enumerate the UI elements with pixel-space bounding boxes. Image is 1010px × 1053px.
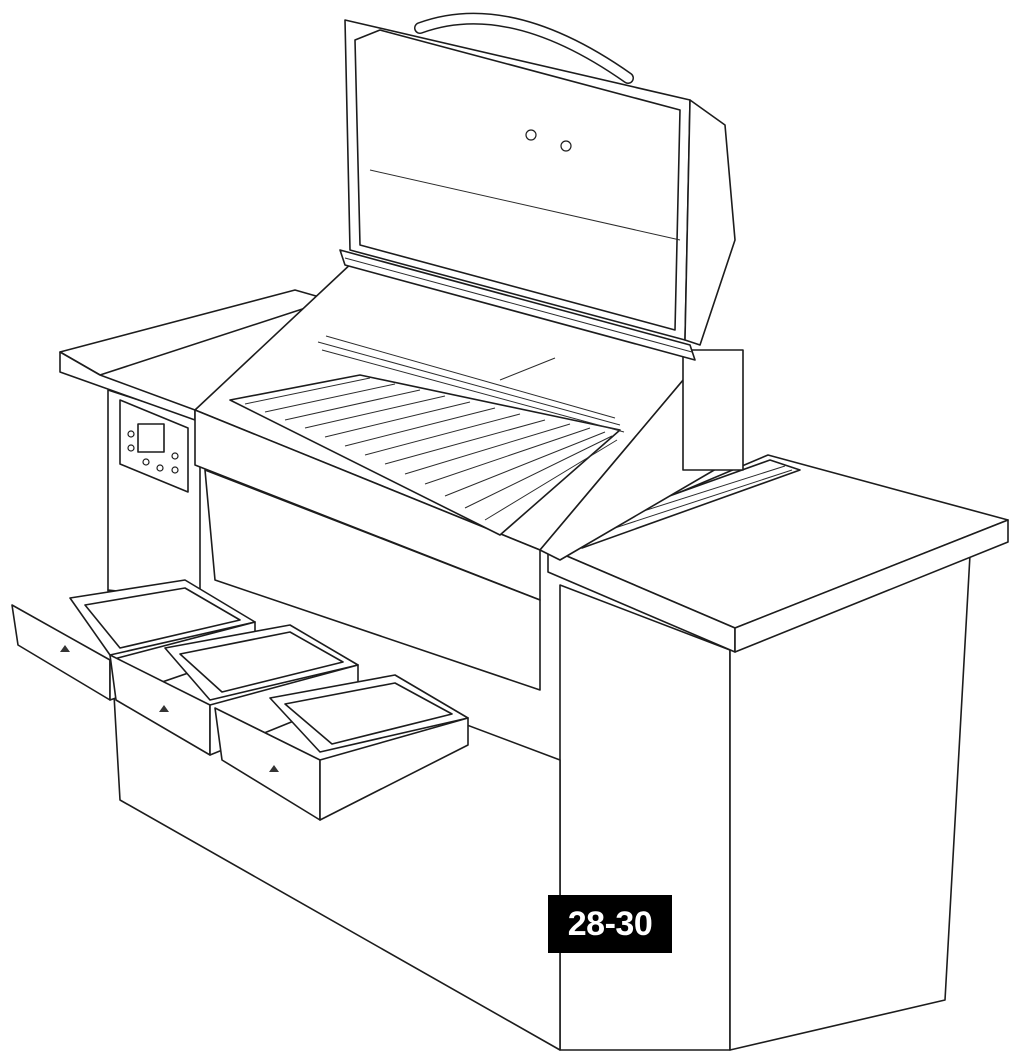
lid-probe-hole	[560, 140, 572, 152]
lid-handle-arc	[414, 12, 634, 84]
lid-thermometer-hole	[525, 129, 537, 141]
step-badge: 28-30	[548, 895, 672, 953]
right-cabinet	[547, 454, 1009, 1051]
controller-panel	[119, 399, 189, 493]
step-badge-bg	[548, 895, 672, 953]
open-lid	[339, 19, 736, 361]
grate-bars	[244, 377, 618, 521]
step-number-label: 28-30	[567, 904, 653, 943]
drawer-3	[214, 674, 469, 821]
cooking-grate	[229, 335, 625, 536]
